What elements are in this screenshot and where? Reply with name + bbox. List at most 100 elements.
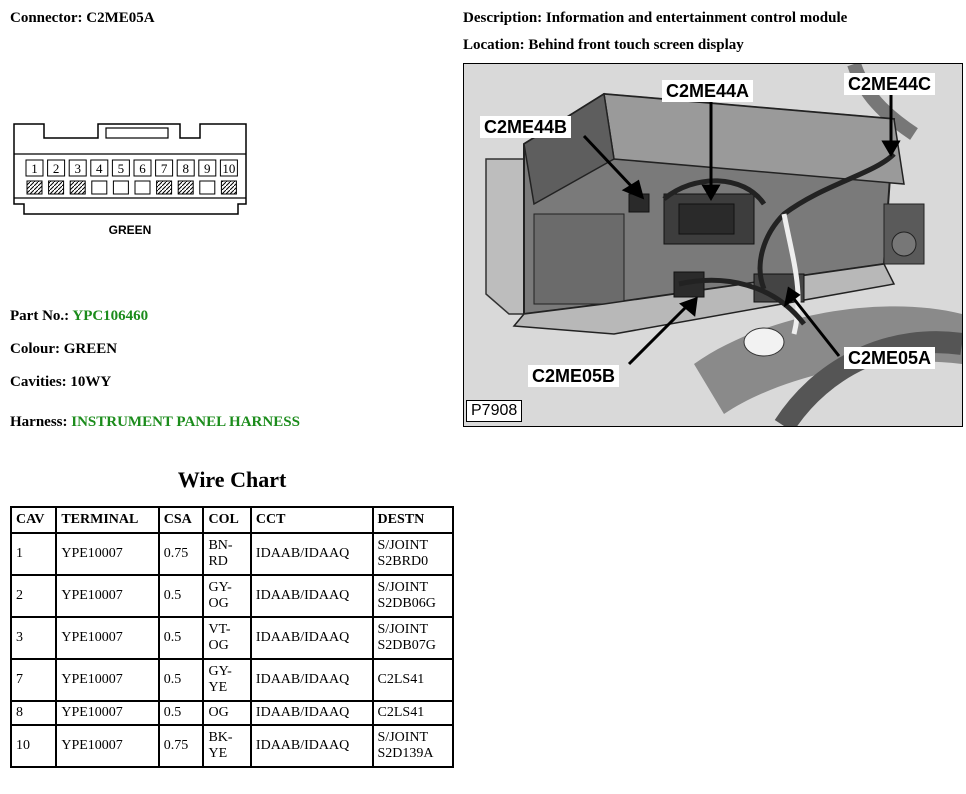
- cavity-number-box: [133, 159, 152, 177]
- cavities-label: Cavities:: [10, 374, 67, 390]
- wire-cell-destn: S/JOINT S2BRD0: [371, 532, 455, 576]
- diagram-color-label: GREEN: [109, 223, 152, 237]
- wire-cell-cav: 10: [9, 724, 58, 768]
- wire-cell-destn: C2LS41: [371, 658, 455, 702]
- wire-chart-title: Wire Chart: [177, 467, 287, 492]
- cavity-number: 7: [161, 161, 168, 176]
- cavity-number-box: [90, 159, 109, 177]
- photo-ref: P7908: [466, 400, 523, 422]
- cavity-number: 9: [204, 161, 211, 176]
- part-no-value: YPC106460: [72, 308, 149, 324]
- cavity-populated: [220, 180, 237, 195]
- wire-cell-destn: S/JOINT S2DB06G: [371, 574, 455, 618]
- cavity-number-box: [47, 159, 66, 177]
- cavity-number: 5: [118, 161, 125, 176]
- cavity-empty: [199, 180, 216, 195]
- connector-value: C2ME05A: [86, 10, 155, 26]
- location-line: Location: Behind front touch screen disp…: [463, 37, 744, 54]
- cavity-number-box: [219, 159, 238, 177]
- cavity-empty: [91, 180, 108, 195]
- wire-cell-cav: 8: [9, 700, 58, 726]
- harness-line: Harness: INSTRUMENT PANEL HARNESS: [10, 414, 300, 431]
- wire-chart-header-terminal: TERMINAL: [55, 506, 160, 534]
- cavity-number-box: [111, 159, 130, 177]
- wire-cell-cct: IDAAB/IDAAQ: [249, 700, 374, 726]
- wire-cell-terminal: YPE10007: [55, 658, 160, 702]
- cavities-value: 10WY: [70, 374, 112, 390]
- wire-cell-col: GY- YE: [202, 658, 252, 702]
- cavity-number: 4: [96, 161, 103, 176]
- wire-chart-header-cav: CAV: [9, 506, 58, 534]
- wire-cell-terminal: YPE10007: [55, 532, 160, 576]
- wire-cell-terminal: YPE10007: [55, 574, 160, 618]
- wire-cell-cct: IDAAB/IDAAQ: [249, 574, 374, 618]
- colour-label: Colour:: [10, 341, 60, 357]
- callout-c2me44b: C2ME44B: [480, 116, 572, 138]
- wire-cell-csa: 0.5: [157, 700, 205, 726]
- cavity-empty: [112, 180, 129, 195]
- connector-line: Connector: C2ME05A: [10, 10, 155, 27]
- wire-cell-cav: 2: [9, 574, 58, 618]
- cavities-line: Cavities: 10WY: [10, 374, 111, 391]
- colour-line: Colour: GREEN: [10, 341, 117, 358]
- connector-label: Connector:: [10, 10, 83, 26]
- wire-cell-csa: 0.5: [157, 574, 205, 618]
- wire-cell-col: VT- OG: [202, 616, 252, 660]
- wire-cell-col: GY- OG: [202, 574, 252, 618]
- part-no-line: Part No.: YPC106460: [10, 308, 148, 325]
- description-label: Description:: [463, 10, 543, 26]
- location-value: Behind front touch screen display: [528, 37, 744, 53]
- cavity-populated: [69, 180, 86, 195]
- cavity-number: 2: [53, 161, 60, 176]
- cavity-number-box: [25, 159, 44, 177]
- location-label: Location:: [463, 37, 525, 53]
- cavity-number: 1: [31, 161, 38, 176]
- callout-c2me44a: C2ME44A: [662, 80, 754, 102]
- harness-value: INSTRUMENT PANEL HARNESS: [71, 414, 300, 430]
- cavity-populated: [26, 180, 43, 195]
- wire-cell-terminal: YPE10007: [55, 616, 160, 660]
- wire-cell-col: OG: [202, 700, 252, 726]
- wire-chart-header-col: COL: [202, 506, 252, 534]
- location-photo: C2ME44A C2ME44C C2ME44B C2ME05A C2ME05B …: [463, 63, 963, 427]
- cavity-populated: [177, 180, 194, 195]
- wire-cell-col: BN- RD: [202, 532, 252, 576]
- cavity-populated: [156, 180, 173, 195]
- wire-cell-cct: IDAAB/IDAAQ: [249, 532, 374, 576]
- cavity-number: 6: [139, 161, 146, 176]
- cavity-number-box: [155, 159, 174, 177]
- wire-cell-cct: IDAAB/IDAAQ: [249, 616, 374, 660]
- wire-chart-header-destn: DESTN: [371, 506, 455, 534]
- wire-cell-csa: 0.75: [157, 724, 205, 768]
- wire-cell-destn: S/JOINT S2DB07G: [371, 616, 455, 660]
- cavity-number: 3: [74, 161, 81, 176]
- description-line: Description: Information and entertainme…: [463, 10, 847, 27]
- wire-cell-terminal: YPE10007: [55, 700, 160, 726]
- wire-cell-csa: 0.5: [157, 616, 205, 660]
- callout-c2me44c: C2ME44C: [844, 73, 936, 95]
- wire-cell-destn: C2LS41: [371, 700, 455, 726]
- callout-c2me05a: C2ME05A: [844, 347, 936, 369]
- wire-cell-cav: 7: [9, 658, 58, 702]
- wire-cell-col: BK- YE: [202, 724, 252, 768]
- cavity-number-box: [68, 159, 87, 177]
- wire-cell-terminal: YPE10007: [55, 724, 160, 768]
- wire-cell-csa: 0.5: [157, 658, 205, 702]
- cavity-populated: [48, 180, 65, 195]
- wire-chart-header-csa: CSA: [157, 506, 205, 534]
- cavity-number-box: [176, 159, 195, 177]
- wire-chart-header-cct: CCT: [249, 506, 374, 534]
- cavity-number-box: [198, 159, 217, 177]
- wire-cell-destn: S/JOINT S2D139A: [371, 724, 455, 768]
- wire-cell-cav: 3: [9, 616, 58, 660]
- cavity-empty: [134, 180, 151, 195]
- callout-c2me05b: C2ME05B: [528, 365, 620, 387]
